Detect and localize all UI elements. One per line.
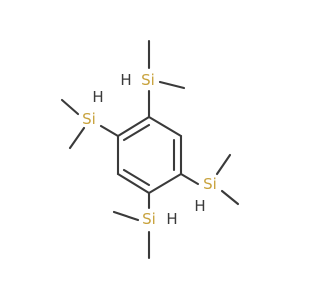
si-bottom-hydrogen-label: H xyxy=(166,210,177,228)
si-top-methyl-right xyxy=(158,80,186,90)
si-right-hydrogen-label: H xyxy=(194,197,205,215)
si-left-hydrogen-label: H xyxy=(92,88,103,106)
si-left-methyl-up xyxy=(60,98,80,116)
ring-bond-top-right xyxy=(147,115,183,138)
ring-bond-bottom-right xyxy=(147,172,183,195)
ring-to-si-right xyxy=(179,172,200,186)
silyl-group-top: H Si xyxy=(120,39,186,119)
si-top-silicon-label: Si xyxy=(141,71,155,89)
si-left-methyl-down xyxy=(68,126,86,150)
silyl-group-bottom: Si H xyxy=(112,191,178,260)
si-left-silicon-label: Si xyxy=(82,110,96,128)
ring-to-si-left xyxy=(99,124,120,138)
molecule-structure: H Si H Si Si H Si H xyxy=(60,39,240,260)
ring-bond-bottom-left-inner xyxy=(122,168,151,187)
si-bottom-silicon-label: Si xyxy=(142,210,156,228)
si-right-methyl-down xyxy=(220,189,240,206)
ring-bond-bottom-left xyxy=(116,172,151,195)
si-right-silicon-label: Si xyxy=(203,175,217,193)
silyl-group-left: H Si xyxy=(60,88,120,150)
si-top-hydrogen-label: H xyxy=(120,71,131,89)
benzene-ring xyxy=(116,115,183,195)
ring-bond-top-left-inner xyxy=(122,123,151,142)
si-right-methyl-up xyxy=(215,153,232,176)
silyl-group-right: Si H xyxy=(179,153,240,215)
ring-bond-top-left xyxy=(116,115,151,138)
si-bottom-methyl-left xyxy=(112,210,140,222)
